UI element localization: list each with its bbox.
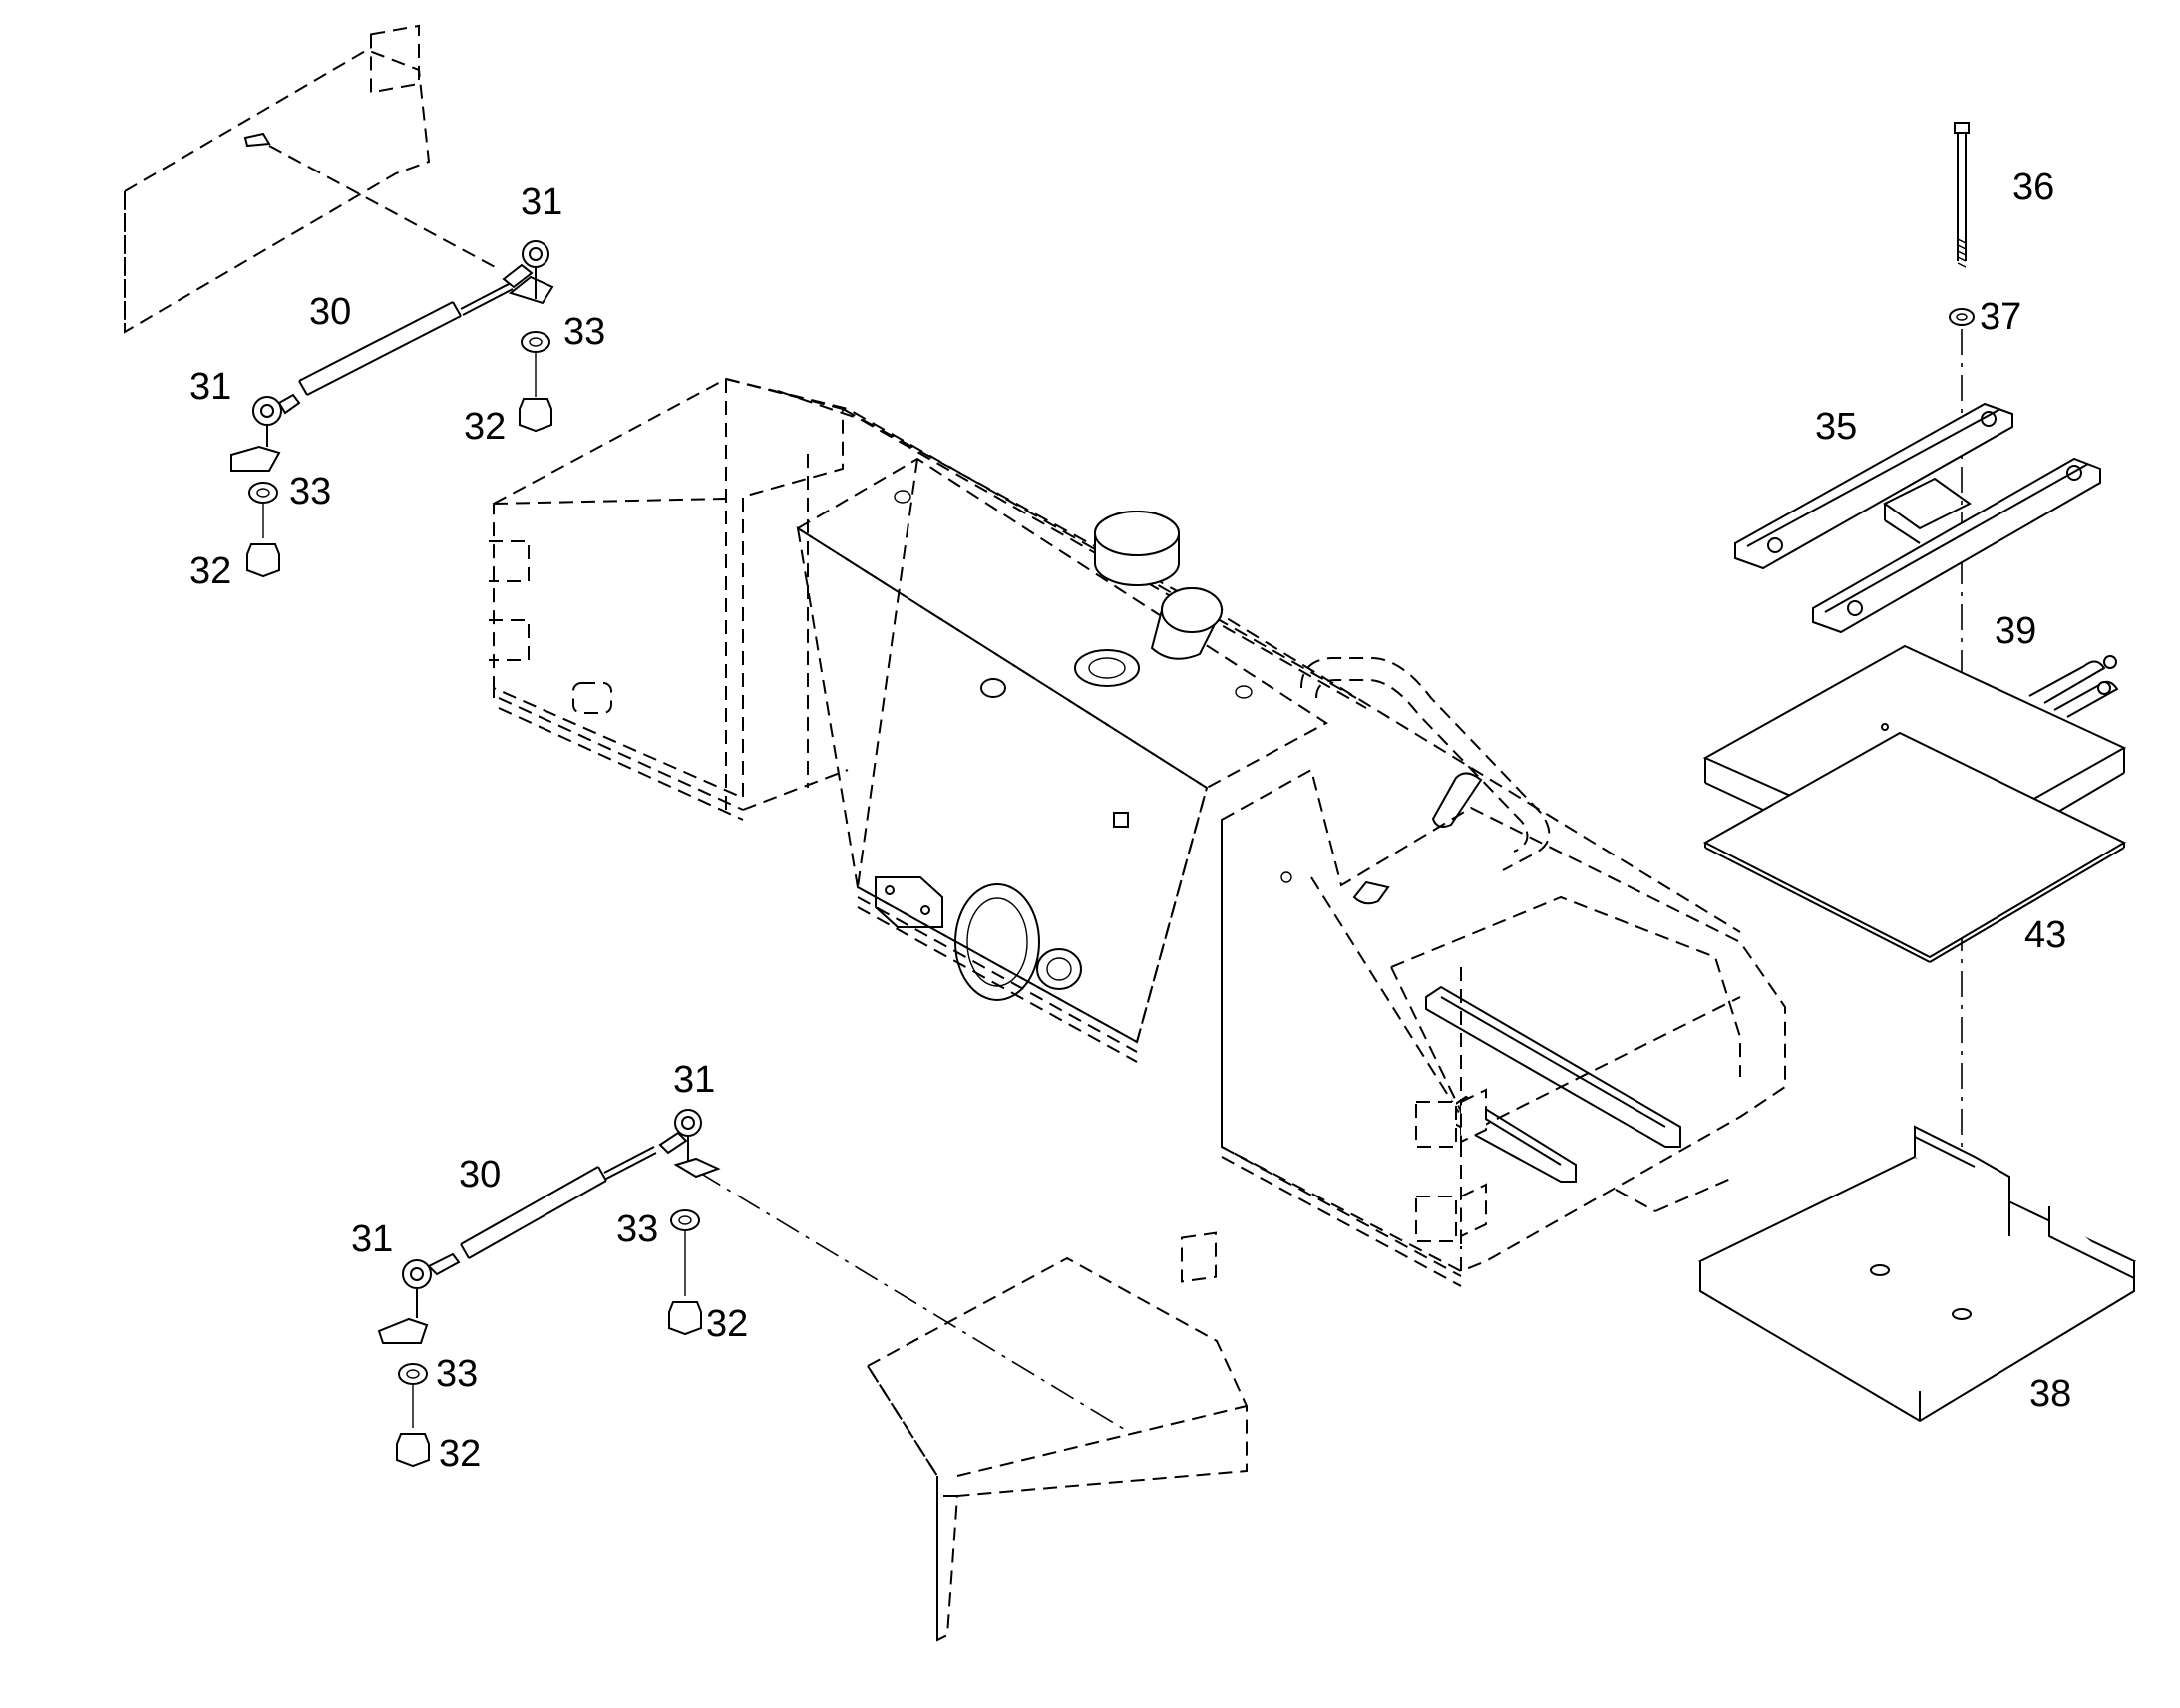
callout-36: 36 xyxy=(2012,167,2054,208)
callout-33: 33 xyxy=(289,471,331,512)
callout-33: 33 xyxy=(616,1208,658,1250)
callout-31: 31 xyxy=(189,366,231,408)
callout-32: 32 xyxy=(464,406,506,448)
lower-cover-panel xyxy=(697,1171,1248,1642)
upper-gas-strut-assembly xyxy=(230,240,554,578)
callout-31: 31 xyxy=(673,1059,715,1101)
callout-30: 30 xyxy=(309,291,351,333)
callout-37: 37 xyxy=(1980,296,2021,338)
callout-35: 35 xyxy=(1815,406,1857,448)
callout-43: 43 xyxy=(2024,914,2066,956)
callout-38: 38 xyxy=(2029,1373,2071,1415)
right-parts-stack xyxy=(1697,122,2137,1423)
callout-33: 33 xyxy=(563,311,605,353)
callout-33: 33 xyxy=(436,1353,478,1395)
callout-32: 32 xyxy=(189,550,231,592)
callout-labels: 31 30 33 31 32 33 32 36 37 35 39 43 38 3… xyxy=(189,167,2071,1475)
callout-32: 32 xyxy=(439,1433,481,1475)
callout-30: 30 xyxy=(459,1154,501,1196)
lower-gas-strut-assembly xyxy=(377,1109,721,1468)
callout-31: 31 xyxy=(351,1218,393,1260)
callout-39: 39 xyxy=(1995,610,2036,652)
upper-left-cover-panel xyxy=(124,24,500,334)
callout-32: 32 xyxy=(706,1303,748,1345)
main-frame xyxy=(489,377,1786,1287)
callout-31: 31 xyxy=(521,181,562,223)
